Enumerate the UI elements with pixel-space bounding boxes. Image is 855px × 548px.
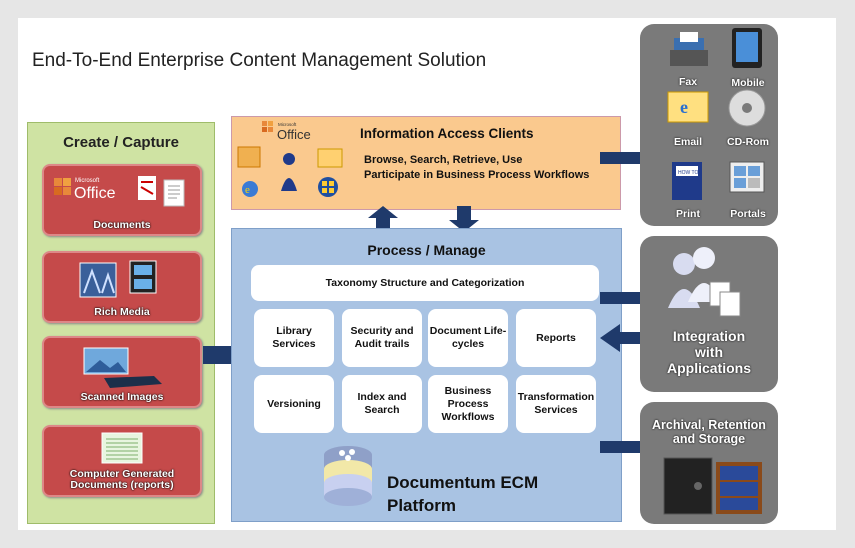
transformation-services-box: Transformation Services — [516, 375, 596, 433]
platform-line-2: Platform — [387, 496, 456, 515]
svg-text:e: e — [680, 97, 688, 117]
integration-line-1: Integration — [672, 328, 746, 344]
svg-text:HOW TO: HOW TO — [678, 170, 698, 176]
users-icon — [668, 247, 741, 317]
scanned-images-box: Scanned Images — [42, 336, 202, 408]
integration-line-2: with — [695, 344, 723, 360]
portals-icon — [729, 161, 765, 193]
documents-label: Documents — [93, 219, 151, 231]
email-label: Email — [673, 136, 702, 148]
archival-line-1: Archival, Retention — [652, 418, 766, 432]
svg-text:Office: Office — [277, 127, 311, 142]
reports-box: Reports — [516, 309, 596, 367]
email-icon: e — [667, 91, 709, 123]
scanned-images-label: Scanned Images — [80, 391, 164, 403]
business-process-workflows-box: Business Process Workflows — [428, 375, 508, 433]
information-access-title: Information Access Clients — [360, 126, 534, 141]
cdrom-icon — [728, 89, 766, 127]
svg-text:e: e — [245, 184, 250, 196]
information-access-line-1: Browse, Search, Retrieve, Use — [364, 154, 523, 166]
security-audit-box: Security and Audit trails — [342, 309, 422, 367]
taxonomy-box: Taxonomy Structure and Categorization — [251, 265, 599, 301]
rich-media-icon — [79, 260, 157, 298]
print-icon: HOW TO — [672, 162, 702, 200]
storage-icon — [663, 457, 762, 515]
report-icon — [101, 432, 143, 464]
devices-panel: e HOW TO Fax Mobile Email CD-Rom Print P… — [640, 24, 778, 226]
archival-panel: Archival, Retention and Storage — [640, 402, 778, 524]
fax-icon — [670, 32, 708, 66]
index-search-box: Index and Search — [342, 375, 422, 433]
process-manage-header: Process / Manage — [367, 242, 486, 258]
rich-media-box: Rich Media — [42, 251, 202, 323]
integration-line-3: Applications — [666, 360, 751, 376]
documents-box: Microsoft Office Documents — [42, 164, 202, 236]
scanner-icon — [83, 347, 162, 388]
rich-media-label: Rich Media — [94, 306, 150, 318]
document-lifecycles-box: Document Life-cycles — [428, 309, 508, 367]
create-capture-header: Create / Capture — [63, 134, 179, 151]
archival-label: Archival, Retention and Storage — [640, 418, 778, 446]
portals-label: Portals — [730, 208, 766, 220]
platform-line-1: Documentum ECM — [387, 473, 539, 492]
mobile-icon — [732, 28, 762, 68]
information-access-panel: Microsoft Office e Information Access Cl… — [231, 116, 621, 210]
process-manage-panel: Process / Manage Taxonomy Structure and … — [231, 228, 622, 522]
devices-icons: e HOW TO — [667, 28, 766, 200]
cdrom-label: CD-Rom — [727, 136, 769, 148]
archival-line-2: and Storage — [672, 432, 746, 446]
process-to-access-arrow — [368, 206, 398, 232]
mobile-label: Mobile — [731, 77, 765, 89]
database-icon — [324, 446, 372, 506]
access-clients-icons: Microsoft Office e — [237, 121, 343, 197]
print-label: Print — [676, 208, 700, 220]
platform-label: Documentum ECM Platform — [387, 471, 538, 517]
versioning-box: Versioning — [254, 375, 334, 433]
integration-label: Integration with Applications — [640, 328, 778, 376]
computer-generated-label: Computer Generated Documents (reports) — [69, 468, 175, 491]
computer-generated-box: Computer Generated Documents (reports) — [42, 425, 202, 497]
information-access-description: Browse, Search, Retrieve, Use Participat… — [364, 153, 589, 183]
svg-text:Microsoft: Microsoft — [278, 122, 297, 127]
access-to-process-arrow — [449, 206, 479, 232]
documents-icon: Microsoft Office — [54, 176, 185, 207]
svg-text:Microsoft: Microsoft — [75, 178, 100, 184]
fax-label: Fax — [678, 76, 698, 88]
integration-panel: Integration with Applications — [640, 236, 778, 392]
library-services-box: Library Services — [254, 309, 334, 367]
diagram-title: End-To-End Enterprise Content Management… — [32, 50, 487, 71]
integration-to-process-arrow — [600, 324, 660, 352]
information-access-line-2: Participate in Business Process Workflow… — [364, 169, 590, 181]
create-capture-panel: Create / Capture Microsoft Office Docume… — [27, 122, 215, 524]
svg-text:Office: Office — [74, 185, 116, 202]
